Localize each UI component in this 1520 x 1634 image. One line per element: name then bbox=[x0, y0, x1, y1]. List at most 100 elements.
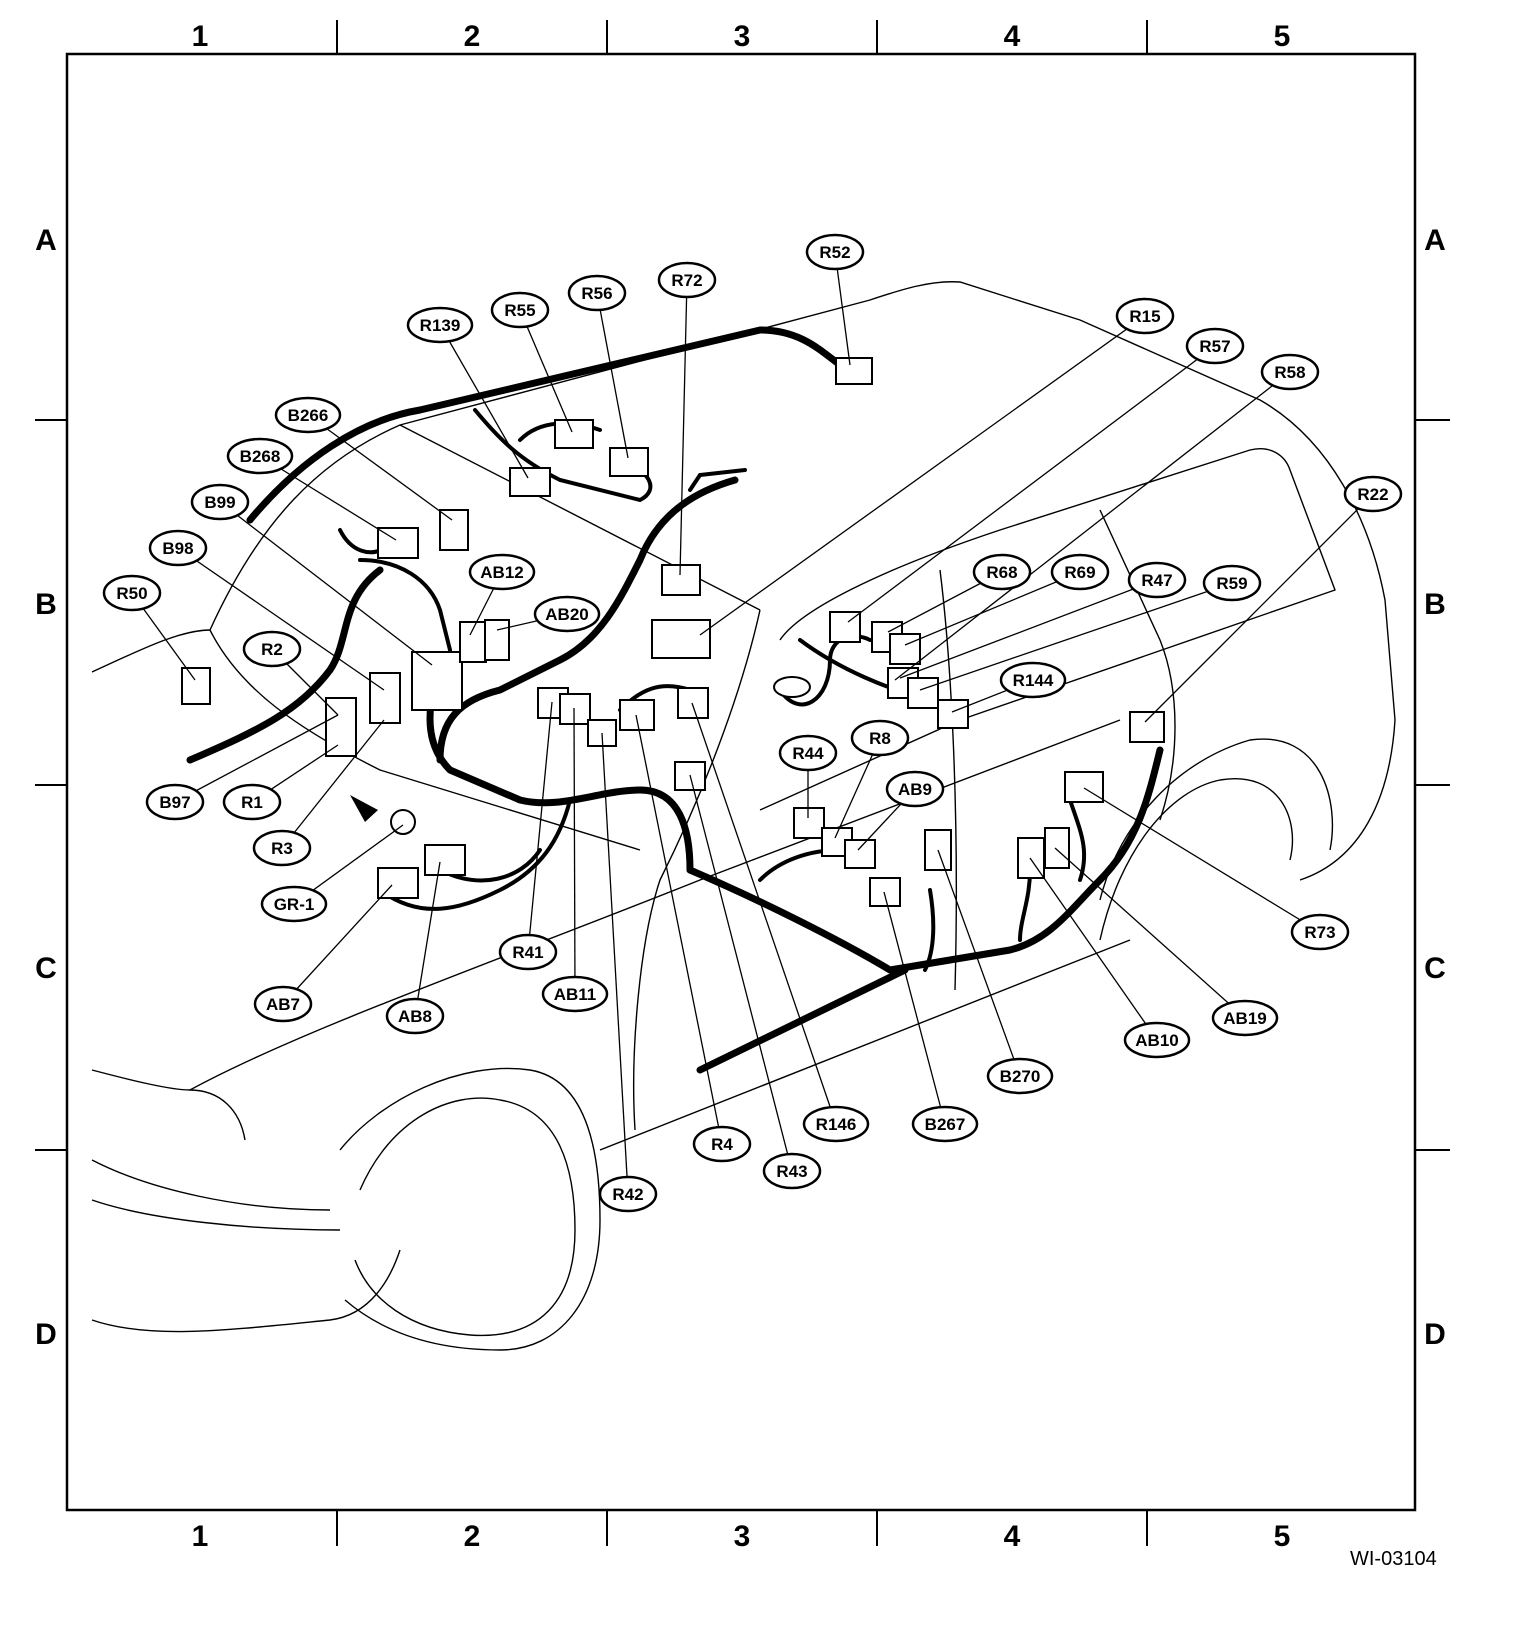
callout-oval bbox=[226, 437, 294, 475]
callout-r72: R72 bbox=[657, 261, 717, 299]
callout-oval bbox=[274, 396, 342, 434]
callout-oval bbox=[533, 595, 601, 633]
connector-ab8 bbox=[424, 844, 466, 876]
leader-r42 bbox=[601, 732, 629, 1195]
connector-r15 bbox=[651, 619, 711, 659]
leader-b97 bbox=[174, 714, 339, 803]
callout-oval bbox=[567, 274, 627, 312]
leader-r56 bbox=[596, 292, 629, 459]
callout-label: R69 bbox=[1064, 563, 1095, 582]
col-bottom-3: 3 bbox=[734, 1520, 751, 1553]
callout-r55: R55 bbox=[490, 291, 550, 329]
row-right-c: C bbox=[1424, 952, 1446, 985]
callout-r56: R56 bbox=[567, 274, 627, 312]
leader-r57 bbox=[847, 345, 1216, 623]
leader-r55 bbox=[519, 309, 573, 433]
callout-oval bbox=[468, 553, 536, 591]
callout-oval bbox=[850, 719, 910, 757]
callout-ab19: AB19 bbox=[1211, 999, 1279, 1037]
callout-b266: B266 bbox=[274, 396, 342, 434]
callout-label: R57 bbox=[1199, 337, 1230, 356]
callout-label: B268 bbox=[240, 447, 281, 466]
callout-label: R50 bbox=[116, 584, 147, 603]
callout-oval bbox=[222, 783, 282, 821]
callout-label: R47 bbox=[1141, 571, 1172, 590]
callout-r2: R2 bbox=[242, 630, 302, 668]
callout-oval bbox=[1185, 327, 1245, 365]
callout-oval bbox=[1115, 297, 1175, 335]
callout-r69: R69 bbox=[1050, 553, 1110, 591]
callout-label: R144 bbox=[1013, 671, 1054, 690]
leader-ab11 bbox=[573, 707, 576, 995]
col-bottom-5: 5 bbox=[1274, 1520, 1291, 1553]
callout-oval bbox=[252, 829, 312, 867]
callout-label: B270 bbox=[1000, 1067, 1041, 1086]
diagram-frame bbox=[65, 52, 1417, 1512]
connector-ab20 bbox=[484, 619, 510, 661]
callout-ab12: AB12 bbox=[468, 553, 536, 591]
connector-r139 bbox=[509, 467, 551, 497]
connector-r55 bbox=[554, 419, 594, 449]
callout-label: R3 bbox=[271, 839, 293, 858]
callout-oval bbox=[972, 553, 1032, 591]
connector-r144 bbox=[937, 699, 969, 729]
callout-oval bbox=[657, 261, 717, 299]
callout-oval bbox=[406, 306, 474, 344]
leader-r139 bbox=[439, 324, 529, 479]
leader-r43 bbox=[689, 774, 793, 1172]
callout-label: AB20 bbox=[545, 605, 588, 624]
callout-b267: B267 bbox=[911, 1105, 979, 1143]
col-top-2: 2 bbox=[464, 20, 481, 53]
connector-b98 bbox=[369, 672, 401, 724]
callout-ab10: AB10 bbox=[1123, 1021, 1191, 1059]
callout-b270: B270 bbox=[986, 1057, 1054, 1095]
callout-oval bbox=[1123, 1021, 1191, 1059]
leader-r4 bbox=[635, 714, 723, 1145]
callout-oval bbox=[598, 1175, 658, 1213]
callout-label: AB11 bbox=[554, 985, 597, 1004]
callout-oval bbox=[148, 529, 208, 567]
callout-r57: R57 bbox=[1185, 327, 1245, 365]
leader-b99 bbox=[219, 501, 433, 666]
connector-r146 bbox=[677, 687, 709, 719]
callout-label: R43 bbox=[776, 1162, 807, 1181]
callout-oval bbox=[805, 233, 865, 271]
col-top-5: 5 bbox=[1274, 20, 1291, 53]
callout-oval bbox=[692, 1125, 752, 1163]
callout-label: AB10 bbox=[1135, 1031, 1178, 1050]
callout-label: AB7 bbox=[266, 995, 300, 1014]
row-right-d: D bbox=[1424, 1318, 1446, 1351]
callout-label: R15 bbox=[1129, 307, 1160, 326]
callout-ab20: AB20 bbox=[533, 595, 601, 633]
callout-r146: R146 bbox=[802, 1105, 870, 1143]
callout-ab7: AB7 bbox=[253, 985, 313, 1023]
callout-r22: R22 bbox=[1343, 475, 1403, 513]
callout-r8: R8 bbox=[850, 719, 910, 757]
callout-r1: R1 bbox=[222, 783, 282, 821]
diagram-code: WI-03104 bbox=[1350, 1548, 1437, 1570]
leader-b266 bbox=[307, 414, 453, 521]
callout-oval bbox=[802, 1105, 870, 1143]
callout-oval bbox=[778, 734, 838, 772]
callout-r44: R44 bbox=[778, 734, 838, 772]
ground-terminal-gr-1 bbox=[390, 809, 416, 835]
leader-r73 bbox=[1083, 787, 1321, 933]
callout-r50: R50 bbox=[102, 574, 162, 612]
row-left-d: D bbox=[35, 1318, 57, 1351]
callout-oval bbox=[490, 291, 550, 329]
connector-b99 bbox=[411, 651, 463, 711]
callout-oval bbox=[260, 885, 328, 923]
col-bottom-4: 4 bbox=[1004, 1520, 1021, 1553]
callout-ab8: AB8 bbox=[385, 997, 445, 1035]
leader-r69 bbox=[904, 571, 1081, 646]
connectors bbox=[181, 357, 1165, 907]
leader-r59 bbox=[919, 582, 1233, 691]
callout-oval bbox=[1343, 475, 1403, 513]
callout-ab11: AB11 bbox=[541, 975, 609, 1013]
callout-oval bbox=[999, 661, 1067, 699]
callout-label: R58 bbox=[1274, 363, 1305, 382]
connector-r59 bbox=[907, 677, 939, 709]
callout-r42: R42 bbox=[598, 1175, 658, 1213]
callout-r58: R58 bbox=[1260, 353, 1320, 391]
